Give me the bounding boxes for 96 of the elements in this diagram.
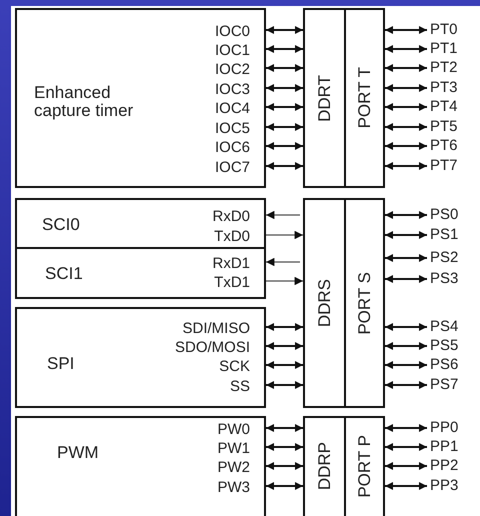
signal-name: PW0 <box>217 422 250 438</box>
register-block: PORT S <box>344 198 385 408</box>
signal-arrow <box>385 162 427 170</box>
signal-name: IOC1 <box>214 43 250 59</box>
pin-name: PP2 <box>430 457 458 475</box>
signal-arrow <box>266 210 300 220</box>
module-block <box>15 247 266 299</box>
signal-name: IOC2 <box>214 62 250 78</box>
register-block: DDRP <box>303 416 346 516</box>
pin-name: PT4 <box>430 98 458 116</box>
module-block <box>15 198 266 249</box>
signal-arrow <box>385 323 427 331</box>
signal-name: IOC3 <box>214 82 250 98</box>
signal-arrow <box>385 275 427 283</box>
signal-arrow <box>266 323 303 331</box>
signal-arrow <box>385 142 427 150</box>
pin-name: PS1 <box>430 226 458 244</box>
pin-name: PS4 <box>430 318 458 336</box>
signal-arrow <box>385 381 427 389</box>
pin-name: PT5 <box>430 118 458 136</box>
module-name: SPI <box>47 355 74 373</box>
module-name: SCI1 <box>45 265 83 283</box>
pin-name: PT3 <box>430 79 458 97</box>
signal-arrow <box>266 258 300 266</box>
signal-arrow <box>385 462 427 470</box>
signal-arrow <box>385 482 427 490</box>
signal-arrow <box>266 361 303 369</box>
module-name: Enhanced capture timer <box>34 84 134 120</box>
signal-name: PW2 <box>217 460 250 476</box>
module-block <box>15 416 266 516</box>
signal-arrow <box>385 424 427 432</box>
register-block: PORT T <box>344 8 385 188</box>
pin-name: PS5 <box>430 337 458 355</box>
pin-name: PP3 <box>430 477 458 495</box>
signal-arrow <box>266 26 303 34</box>
signal-arrow <box>266 162 303 170</box>
signal-arrow <box>385 361 427 369</box>
register-block: DDRT <box>303 8 346 188</box>
signal-arrow <box>385 231 427 239</box>
signal-name: TxD0 <box>214 229 250 245</box>
signal-arrow <box>266 276 303 286</box>
pin-name: PS3 <box>430 270 458 288</box>
signal-arrow <box>266 45 303 53</box>
pin-name: PP0 <box>430 419 458 437</box>
signal-arrow <box>266 381 303 389</box>
signal-arrow <box>385 26 427 34</box>
pin-name: PP1 <box>430 438 458 456</box>
signal-arrow <box>385 84 427 92</box>
signal-arrow <box>266 482 303 490</box>
module-name: PWM <box>57 444 99 462</box>
signal-name: SCK <box>219 359 250 375</box>
pin-name: PS7 <box>430 376 458 394</box>
signal-arrow <box>266 64 303 72</box>
signal-arrow <box>385 211 427 219</box>
signal-name: IOC4 <box>214 101 250 117</box>
signal-arrow <box>385 64 427 72</box>
pin-name: PT0 <box>430 21 458 39</box>
signal-arrow <box>385 123 427 131</box>
pin-name: PT2 <box>430 59 458 77</box>
module-name: SCI0 <box>42 216 80 234</box>
signal-name: PW3 <box>217 480 250 496</box>
pin-name: PT7 <box>430 157 458 175</box>
signal-name: RxD0 <box>212 209 250 225</box>
signal-name: TxD1 <box>214 275 250 291</box>
signal-arrow <box>385 254 427 262</box>
signal-arrow <box>385 443 427 451</box>
pin-name: PT1 <box>430 40 458 58</box>
signal-name: SS <box>230 379 250 395</box>
pin-name: PS6 <box>430 356 458 374</box>
signal-arrow <box>266 84 303 92</box>
register-block: PORT P <box>344 416 385 516</box>
signal-name: IOC6 <box>214 140 250 156</box>
signal-arrow <box>266 424 303 432</box>
signal-arrow <box>266 443 303 451</box>
pin-name: PS2 <box>430 249 458 267</box>
signal-arrow <box>266 142 303 150</box>
signal-name: IOC5 <box>214 121 250 137</box>
signal-name: RxD1 <box>212 256 250 272</box>
signal-arrow <box>266 230 303 240</box>
module-block <box>15 8 266 188</box>
signal-arrow <box>385 342 427 350</box>
signal-name: SDO/MOSI <box>174 340 250 356</box>
signal-arrow <box>266 103 303 111</box>
signal-name: IOC7 <box>214 160 250 176</box>
signal-arrow <box>385 103 427 111</box>
module-block <box>15 307 266 408</box>
pin-name: PS0 <box>430 206 458 224</box>
register-block: DDRS <box>303 198 346 408</box>
pin-name: PT6 <box>430 137 458 155</box>
signal-arrow <box>385 45 427 53</box>
signal-arrow <box>266 342 303 350</box>
signal-name: IOC0 <box>214 24 250 40</box>
signal-name: PW1 <box>217 441 250 457</box>
signal-name: SDI/MISO <box>182 321 250 337</box>
signal-arrow <box>266 123 303 131</box>
signal-arrow <box>266 462 303 470</box>
